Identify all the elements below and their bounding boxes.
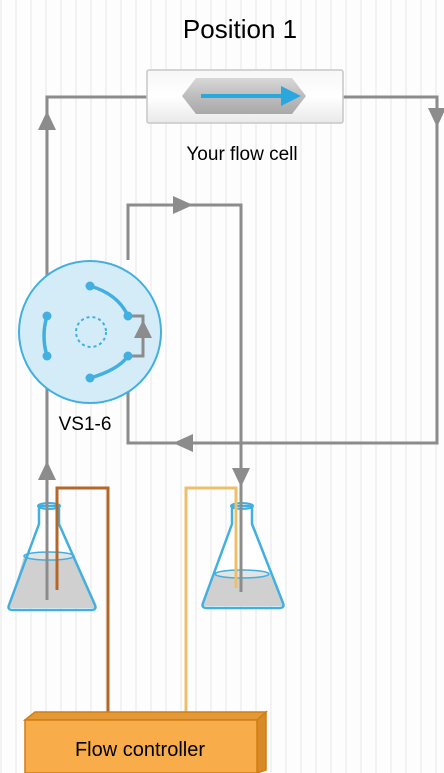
flow-cell <box>146 69 344 124</box>
valve-rotor-center <box>75 316 107 348</box>
valve-port-3 <box>123 351 133 361</box>
valve-ports <box>42 281 133 383</box>
valve-port-1 <box>85 281 95 291</box>
arrow-right-icon <box>173 196 193 214</box>
flow-controller <box>22 710 268 773</box>
valve <box>18 260 162 404</box>
arrow-down-icon <box>232 468 250 487</box>
flask-left <box>7 502 97 612</box>
valve-port-2 <box>123 311 133 321</box>
arrow-down-icon <box>428 108 444 127</box>
pressure-line-left <box>55 486 110 712</box>
controller-side <box>256 710 267 773</box>
arrow-up-icon <box>38 461 56 480</box>
page-title: Position 1 <box>183 14 297 44</box>
flask-right-liquid <box>203 574 283 606</box>
tubing-arrows <box>38 108 444 487</box>
arrow-left-icon <box>173 434 193 452</box>
valve-port-5 <box>42 351 52 361</box>
valve-port-4 <box>85 373 95 383</box>
valve-body <box>18 260 162 404</box>
flow-direction-arrow-icon <box>281 86 301 106</box>
flask-left-liquid <box>9 556 95 608</box>
pressure-line-right <box>184 486 238 712</box>
controller-top <box>22 711 268 721</box>
valve-port-6 <box>42 311 52 321</box>
controller-label: Flow controller <box>75 739 205 761</box>
tube-flow-cell-return <box>126 95 439 445</box>
arrow-up-icon <box>134 320 152 338</box>
valve-label: VS1-6 <box>59 414 112 435</box>
arrow-up-icon <box>38 111 56 130</box>
controller-front <box>24 719 258 773</box>
flask-right <box>201 502 285 610</box>
flow-cell-label: Your flow cell <box>186 144 297 165</box>
